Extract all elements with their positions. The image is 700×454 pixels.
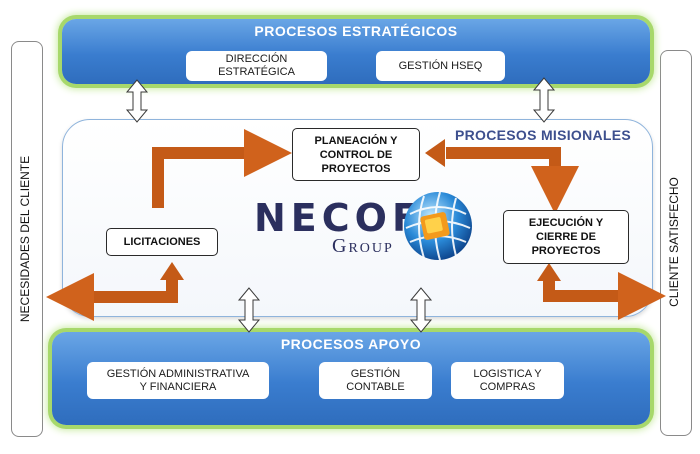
connector-support-right	[409, 287, 433, 333]
globe-logo-icon	[404, 191, 472, 261]
necof-brand-text: NECOF	[254, 196, 423, 240]
strategic-direction-box: DIRECCIÓN ESTRATÉGICA	[186, 51, 327, 81]
arrow-planeacion-to-ejecucion	[446, 147, 579, 214]
client-needs-panel	[11, 41, 43, 437]
execution-closure-box: EJECUCIÓN Y CIERRE DE PROYECTOS	[503, 210, 629, 264]
necof-group-text: Group	[332, 235, 394, 257]
arrow-to-client-needs	[46, 273, 178, 321]
missional-processes-title: PROCESOS MISIONALES	[455, 127, 632, 143]
tenders-box: LICITACIONES	[106, 228, 218, 256]
arrow-to-client-satisfied	[543, 272, 666, 320]
support-processes-title: PROCESOS APOYO	[280, 336, 422, 352]
arrow-head-up-licitaciones	[160, 262, 184, 280]
connector-strategic-right	[532, 77, 556, 123]
arrow-head-up-ejecucion	[537, 263, 561, 281]
logistics-purchasing-box: LOGISTICA Y COMPRAS	[451, 362, 564, 399]
strategic-processes-band: PROCESOS ESTRATÉGICOS	[62, 19, 650, 84]
planning-control-box: PLANEACIÓN Y CONTROL DE PROYECTOS	[292, 128, 420, 181]
connector-strategic-left	[125, 79, 149, 123]
strategic-processes-title: PROCESOS ESTRATÉGICOS	[254, 23, 458, 39]
arrow-licitaciones-to-planeacion	[152, 129, 292, 208]
accounting-box: GESTIÓN CONTABLE	[319, 362, 432, 399]
arrow-head-back-planeacion	[425, 139, 445, 167]
connector-support-left	[237, 287, 261, 333]
client-satisfied-panel	[660, 50, 692, 436]
admin-finance-box: GESTIÓN ADMINISTRATIVA Y FINANCIERA	[87, 362, 269, 399]
hseq-management-box: GESTIÓN HSEQ	[376, 51, 505, 81]
